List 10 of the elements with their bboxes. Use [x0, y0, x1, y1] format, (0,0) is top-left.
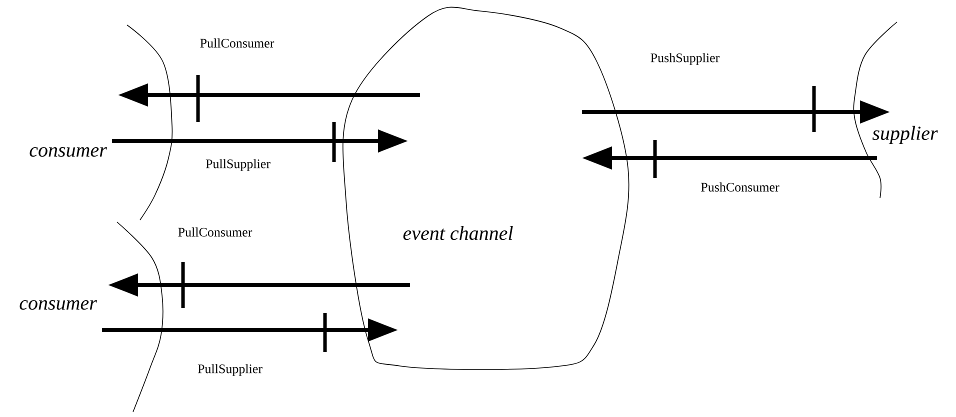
boundary-line: consumer: [20, 222, 164, 412]
channel-outline: event channel: [342, 6, 630, 370]
boundary-line: consumer: [30, 24, 173, 220]
edge-label: PullConsumer: [176, 226, 254, 238]
edge-label: PullConsumer: [198, 37, 276, 49]
boundary-line: supplier: [853, 22, 938, 198]
edge-label: PushSupplier: [649, 52, 721, 66]
edge-label: PullSupplier: [196, 363, 264, 377]
edge-label: PullSupplier: [204, 158, 272, 172]
edge-label: PushConsumer: [700, 181, 780, 193]
